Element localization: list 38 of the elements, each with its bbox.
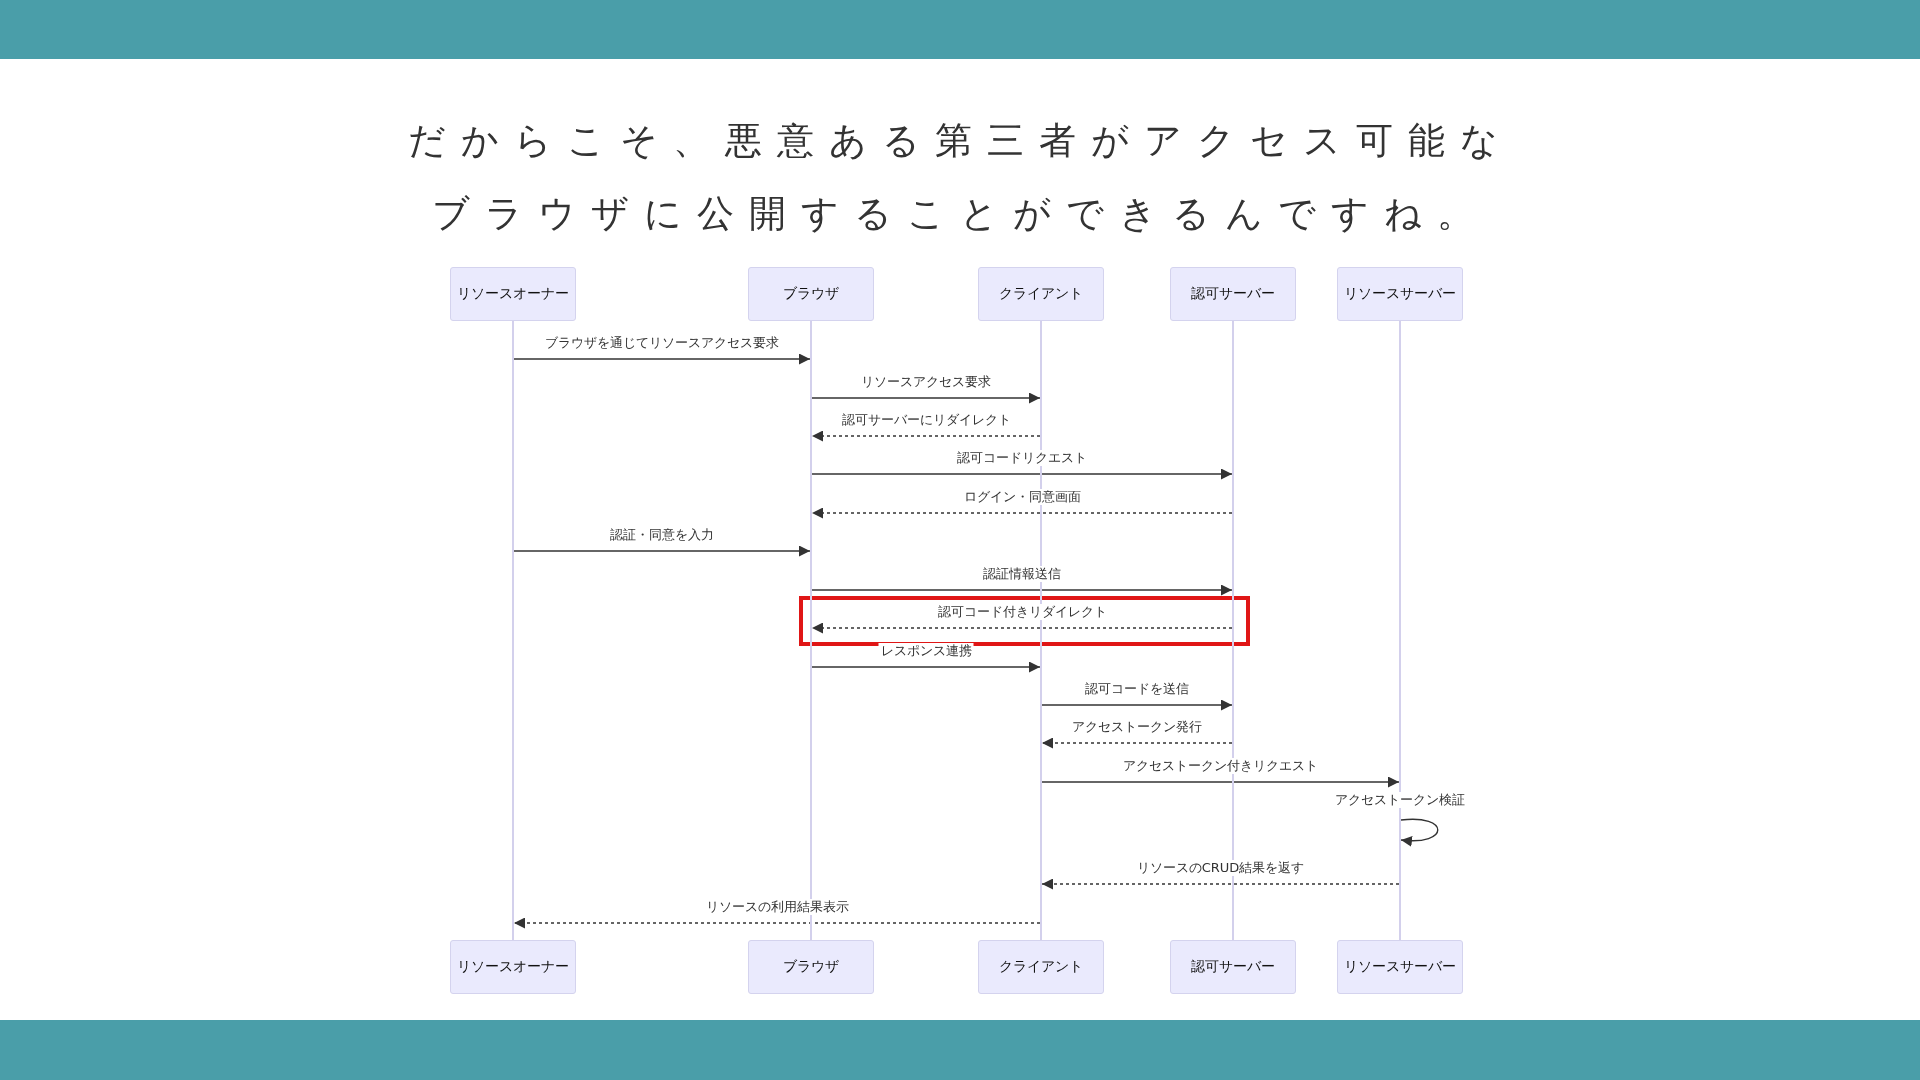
message-arrow [811,622,1233,634]
participant-box: クライアント [978,940,1104,994]
message-arrow [811,392,1041,404]
edge-label: レスポンス連携 [878,643,974,659]
title: だからこそ、悪意ある第三者がアクセス可能なブラウザに公開することができるんですね。 [406,118,1514,237]
message-arrow [811,661,1041,673]
message-arrow [811,507,1233,519]
participant-box: リソースオーナー [450,940,576,994]
participant-box: リソースサーバー [1337,267,1463,321]
participant-box: ブラウザ [748,940,874,994]
edge-label: 認可コードを送信 [1083,681,1191,697]
message-arrow [811,584,1233,596]
lifeline [1399,321,1401,940]
participant-box: 認可サーバー [1170,940,1296,994]
edge-label: 認証・同意を入力 [608,527,716,543]
message-arrow [1041,878,1400,890]
edge-label: 認証情報送信 [981,566,1063,582]
lifeline [810,321,812,940]
participant-box: リソースサーバー [1337,940,1463,994]
edge-label: ブラウザを通じてリソースアクセス要求 [543,335,781,351]
message-arrow [811,430,1041,442]
edge-label: アクセストークン発行 [1070,719,1204,735]
self-message-arrow [1400,818,1439,847]
message-arrow [1041,776,1400,788]
message-arrow [513,917,1041,929]
message-arrow [1041,699,1233,711]
participant-box: クライアント [978,267,1104,321]
lifeline [512,321,514,940]
message-arrow [811,468,1233,480]
participant-box: 認可サーバー [1170,267,1296,321]
message-arrow [513,545,811,557]
participant-box: リソースオーナー [450,267,576,321]
message-arrow [513,353,811,365]
participant-box: ブラウザ [748,267,874,321]
message-arrow [1041,737,1233,749]
lifeline [1232,321,1234,940]
lifeline [1040,321,1042,940]
edge-label: アクセストークン検証 [1333,792,1467,808]
